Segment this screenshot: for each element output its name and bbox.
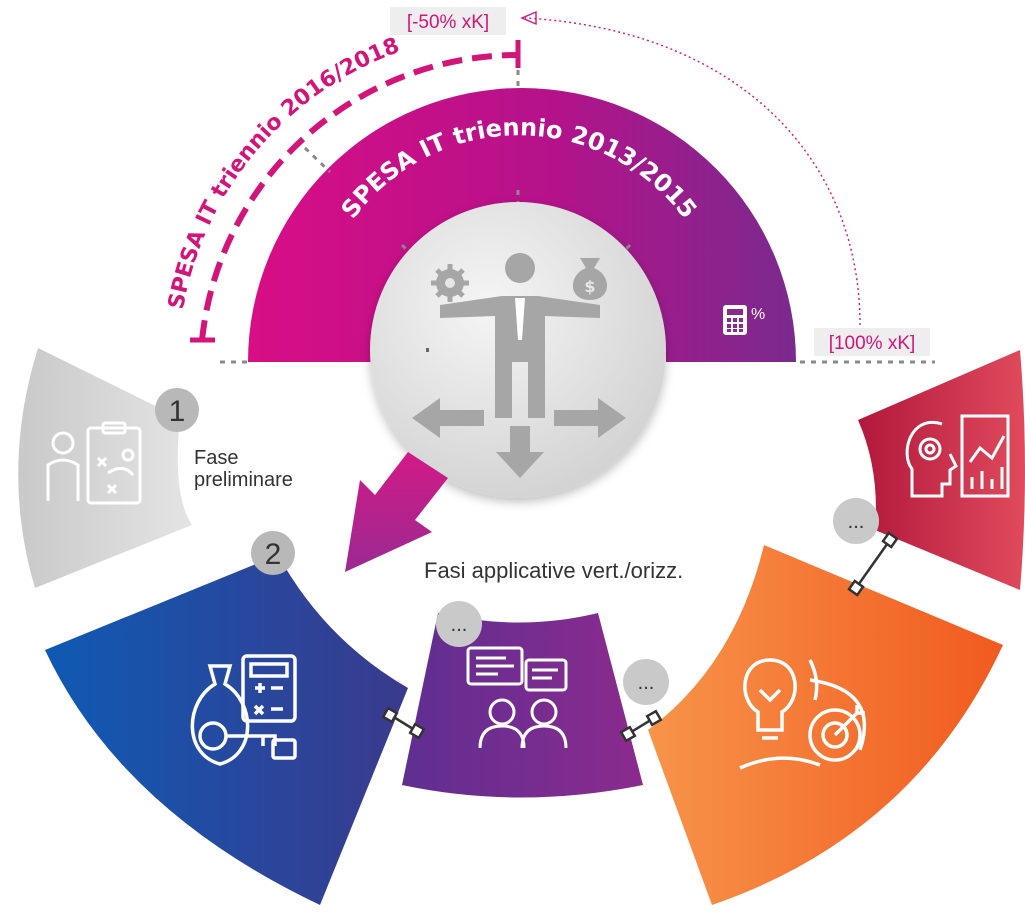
ellipsis-badge-orange — [623, 659, 669, 705]
ellipsis-orange: ... — [638, 672, 655, 694]
orange-segment — [648, 545, 1003, 905]
reduction-arrow-head — [520, 10, 537, 26]
analytics-head-icon — [905, 414, 1010, 498]
red-segment — [858, 350, 1025, 590]
ellipsis-badge-red — [833, 498, 879, 544]
phase1-segment — [18, 348, 193, 588]
phase1-label-line2: preliminare — [194, 469, 293, 491]
chain-link-blue-purple — [381, 706, 426, 740]
chain-connectors — [381, 531, 899, 743]
phase-apps-label: Fasi applicative vert./orizz. — [424, 558, 683, 583]
top-right-label-box — [814, 328, 930, 356]
spesa-arc-2016-2018-dashed — [199, 52, 519, 341]
phase2-number-badge — [251, 531, 295, 575]
svg-text:$: $ — [584, 277, 595, 296]
svg-text:%: % — [751, 306, 765, 323]
purple-segment-group: ... — [402, 601, 643, 798]
ellipsis-red: ... — [848, 511, 865, 533]
top-right-label: [100% xK] — [829, 333, 916, 354]
chain-link-orange-red — [847, 531, 899, 597]
money-bag-calculator-key-icon — [190, 654, 297, 766]
phase1-segment-group: 1 Fase preliminare — [18, 348, 293, 588]
red-segment-group: ... — [833, 350, 1025, 590]
phase2-number: 2 — [265, 538, 282, 571]
phase2-segment-group: 2 — [45, 531, 408, 905]
center-circle-group: $ — [370, 202, 666, 498]
ellipsis-purple: ... — [451, 614, 468, 636]
phase1-label-line1: Fase — [194, 447, 238, 469]
top-left-label-box — [390, 7, 506, 35]
phase2-segment — [45, 555, 408, 905]
businessman-balance-icon: $ — [412, 253, 626, 478]
top-left-label: [-50% xK] — [407, 12, 489, 33]
strategy-plan-icon — [46, 421, 142, 505]
people-discussion-icon — [466, 646, 568, 749]
direction-arrow — [345, 452, 448, 572]
lightbulb-target-icon — [739, 658, 867, 770]
orange-segment-group: ... — [623, 545, 1003, 905]
ellipsis-badge-purple — [436, 601, 482, 647]
phase1-number: 1 — [169, 395, 186, 428]
center-dot — [426, 348, 429, 352]
chain-link-purple-orange — [619, 709, 663, 743]
reduction-arrow-curve — [524, 17, 861, 326]
purple-segment — [402, 613, 643, 798]
phase1-number-badge — [155, 388, 199, 432]
calculator-percent-icon: % — [723, 305, 765, 335]
